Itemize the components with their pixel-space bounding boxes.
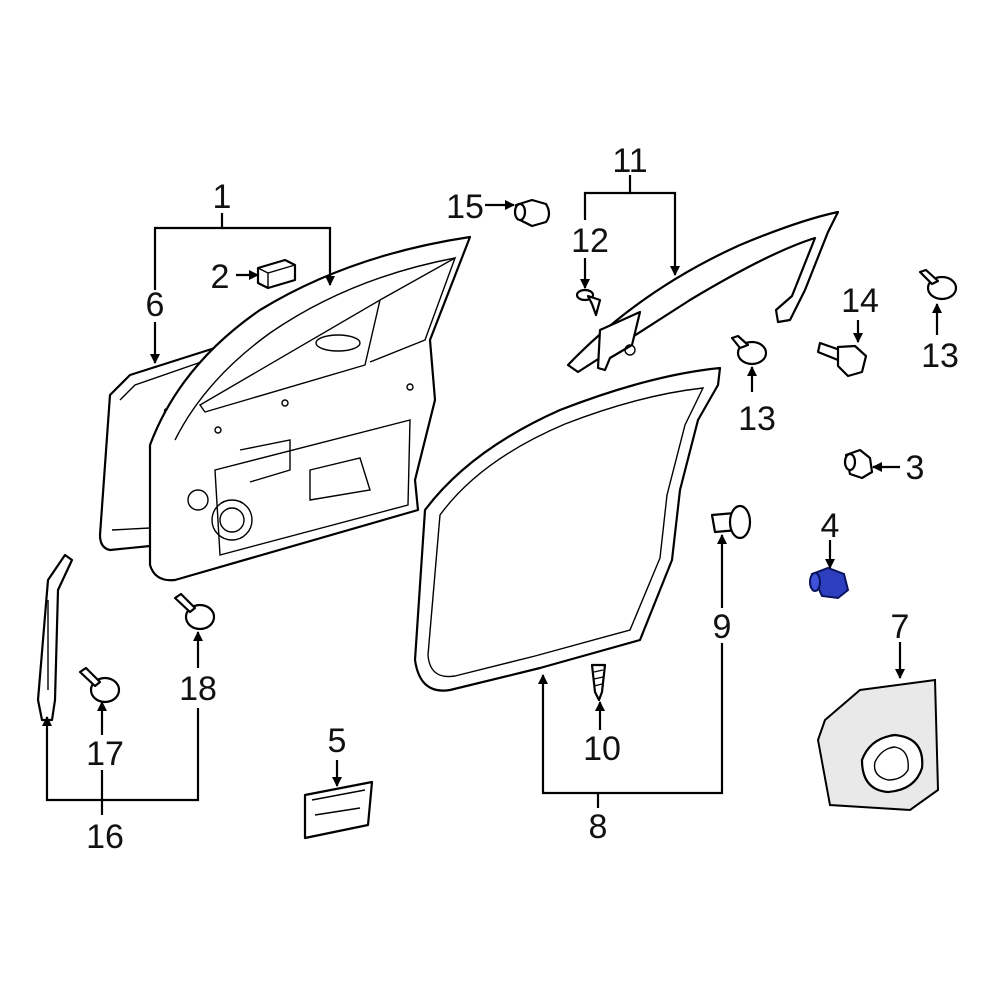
callout-7: 7 [891, 608, 910, 646]
callout-17: 17 [86, 735, 124, 773]
callout-13-center: 13 [738, 400, 776, 438]
part-13-clip-a [730, 334, 768, 366]
callout-1: 1 [213, 178, 232, 216]
part-10-screw [590, 663, 607, 702]
part-3-bumper [843, 448, 874, 480]
part-18-clip [173, 592, 216, 631]
callout-13-right: 13 [921, 337, 959, 375]
leader-lines [42, 175, 942, 815]
callout-4: 4 [821, 507, 840, 545]
part-15-plug [513, 198, 551, 228]
door-weatherstrip [413, 366, 722, 692]
callout-5: 5 [328, 722, 347, 760]
part-12-screw [575, 288, 602, 317]
part-2-block [256, 258, 297, 290]
part-13-clip-b [918, 268, 958, 301]
callout-11: 11 [612, 142, 647, 180]
callout-9: 9 [713, 608, 732, 646]
part-7-speaker-cover [816, 678, 940, 812]
window-frame [566, 210, 840, 374]
callout-labels: 1 2 6 15 11 12 14 13 13 3 4 7 9 10 8 5 1… [86, 142, 959, 856]
door-shell [148, 235, 472, 582]
part-5-label [303, 780, 374, 840]
callout-8: 8 [589, 808, 608, 846]
part-17-clip [78, 666, 121, 704]
callout-2: 2 [211, 258, 230, 296]
part-9-pin [710, 504, 752, 540]
callout-14: 14 [841, 282, 879, 320]
callout-18: 18 [179, 670, 217, 708]
callout-6: 6 [146, 286, 165, 324]
callout-12: 12 [571, 222, 609, 260]
callout-10: 10 [583, 730, 621, 768]
part-14-bolt [816, 341, 868, 378]
callout-3: 3 [906, 449, 925, 487]
part-4-highlighted-bumper [809, 566, 850, 600]
callout-16: 16 [86, 818, 124, 856]
part-16-seal [36, 553, 74, 722]
callout-15: 15 [446, 188, 484, 226]
